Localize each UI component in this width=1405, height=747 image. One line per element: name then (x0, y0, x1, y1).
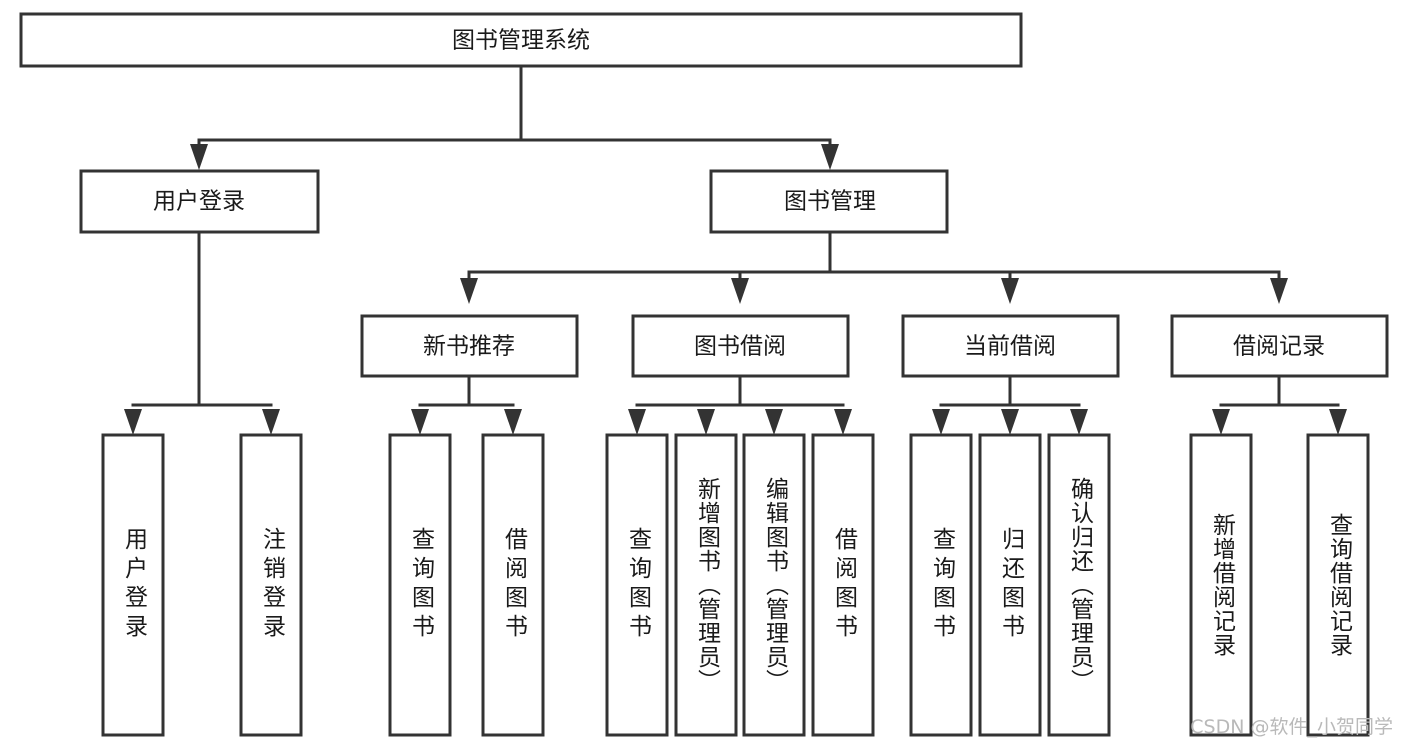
node-book-borrow-label: 图书借阅 (694, 334, 786, 360)
node-leaf-user-login[interactable] (101, 433, 165, 737)
connector-userlogin-to-leaves (124, 230, 280, 435)
node-leaf-confirm-return-admin[interactable] (1047, 433, 1111, 737)
node-leaf-query-book-1[interactable] (388, 433, 452, 737)
node-leaf-query-borrow-record[interactable] (1306, 433, 1370, 737)
csdn-watermark: CSDN @软件_小贺同学 (1190, 716, 1393, 738)
connector-records-to-leaves (1212, 374, 1347, 435)
node-book-borrow[interactable]: 图书借阅 (631, 314, 850, 378)
node-borrow-records-label: 借阅记录 (1233, 334, 1325, 360)
node-leaf-add-book-admin[interactable] (674, 433, 738, 737)
node-leaf-borrow-book-2[interactable] (811, 433, 875, 737)
node-current-borrow[interactable]: 当前借阅 (901, 314, 1120, 378)
connector-current-to-leaves (932, 374, 1088, 435)
node-user-login[interactable]: 用户登录 (79, 169, 320, 234)
node-leaf-return-book[interactable] (978, 433, 1042, 737)
node-book-management-label: 图书管理 (784, 189, 876, 215)
node-root[interactable]: 图书管理系统 (19, 12, 1023, 68)
node-current-borrow-label: 当前借阅 (964, 334, 1056, 360)
node-root-label: 图书管理系统 (452, 28, 590, 54)
connector-newbook-to-leaves (411, 374, 522, 435)
node-leaf-logout[interactable] (239, 433, 303, 737)
connector-bookmgmt-to-level3 (460, 230, 1288, 304)
node-leaf-add-borrow-record[interactable] (1189, 433, 1253, 737)
node-leaf-query-book-2[interactable] (605, 433, 669, 737)
node-book-management[interactable]: 图书管理 (709, 169, 949, 234)
node-new-book-recommend[interactable]: 新书推荐 (360, 314, 579, 378)
node-user-login-label: 用户登录 (153, 189, 245, 215)
connector-borrow-to-leaves (628, 374, 852, 435)
connector-root-to-level2 (190, 64, 839, 170)
node-leaf-edit-book-admin[interactable] (742, 433, 806, 737)
node-borrow-records[interactable]: 借阅记录 (1170, 314, 1389, 378)
node-leaf-query-book-3[interactable] (909, 433, 973, 737)
node-new-book-recommend-label: 新书推荐 (423, 334, 515, 360)
node-leaf-borrow-book-1[interactable] (481, 433, 545, 737)
